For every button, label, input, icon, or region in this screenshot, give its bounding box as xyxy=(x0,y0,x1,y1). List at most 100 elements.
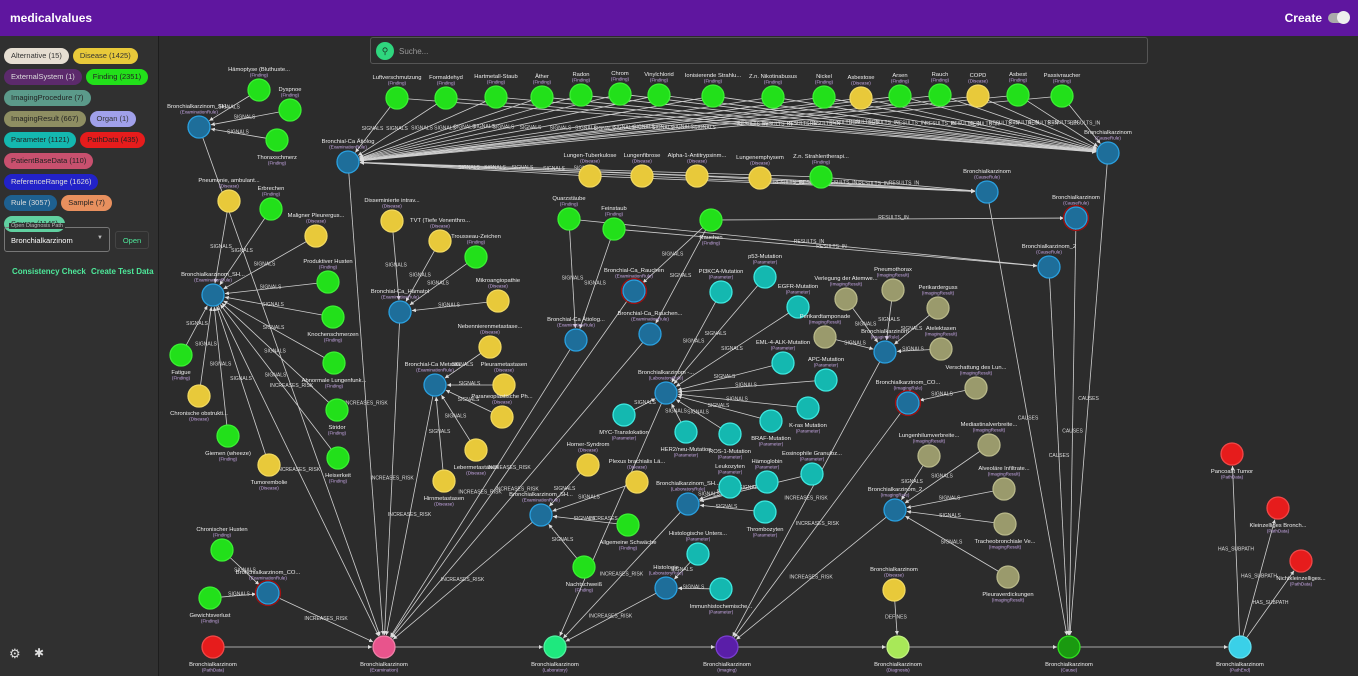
graph-node-braf[interactable]: BRAF-Mutation(Parameter) xyxy=(751,409,791,447)
node-circle[interactable] xyxy=(1266,496,1290,520)
node-circle[interactable] xyxy=(796,396,820,420)
graph-node-rauc[interactable]: Rauch(Finding) xyxy=(928,72,952,107)
node-circle[interactable] xyxy=(699,208,723,232)
node-circle[interactable] xyxy=(701,84,725,108)
node-type-chip[interactable]: ImagingResult (667) xyxy=(4,111,86,127)
graph-node-stri[interactable]: Stridor(Finding) xyxy=(325,398,349,436)
node-circle[interactable] xyxy=(572,555,596,579)
graph-node-schw[interactable]: Allgemeine Schwäche(Finding) xyxy=(599,513,657,551)
node-circle[interactable] xyxy=(423,373,447,397)
graph-node-kras[interactable]: K-ras Mutation(Parameter) xyxy=(789,396,827,434)
node-circle[interactable] xyxy=(198,586,222,610)
node-circle[interactable] xyxy=(638,322,662,346)
node-circle[interactable] xyxy=(928,83,952,107)
graph-node-heis[interactable]: Heiserkeit(Finding) xyxy=(325,446,351,484)
node-circle[interactable] xyxy=(388,300,412,324)
graph-node-leuk[interactable]: Leukozyten(Parameter) xyxy=(715,464,745,499)
graph-node-pend[interactable]: Bronchialkarzinom(PathEnd) xyxy=(1216,635,1264,673)
graph-node-lab[interactable]: Bronchialkarzinom(Laboratory) xyxy=(531,635,579,673)
graph-node-immu[interactable]: Immunhistochemische...(Parameter) xyxy=(690,577,753,615)
node-circle[interactable] xyxy=(187,384,211,408)
graph-node-quar[interactable]: Quarzstäube(Finding) xyxy=(552,196,586,231)
graph-node-hart[interactable]: Hartmetall-Staub(Finding) xyxy=(474,74,518,109)
node-circle[interactable] xyxy=(602,217,626,241)
node-circle[interactable] xyxy=(201,635,225,659)
graph-node-img2[interactable]: Bronchialkarzinom_2(ImagingRule) xyxy=(868,487,922,522)
node-type-chip[interactable]: ImagingProcedure (7) xyxy=(4,90,91,106)
node-circle[interactable] xyxy=(812,85,836,109)
graph-node-eml4[interactable]: EML-4-ALK-Mutation(Parameter) xyxy=(756,340,810,375)
node-circle[interactable] xyxy=(630,164,654,188)
node-circle[interactable] xyxy=(966,84,990,108)
graph-node-nich[interactable]: Nichtkleinzelliges...(PathData) xyxy=(1276,549,1326,587)
graph-node-tamp[interactable]: Perikardtamponade(ImagingResult) xyxy=(800,314,851,349)
node-circle[interactable] xyxy=(753,500,777,524)
node-circle[interactable] xyxy=(654,576,678,600)
graph-node-rr2[interactable]: Bronchial-Ca_Rauchen...(ExaminationRule) xyxy=(618,311,683,346)
node-circle[interactable] xyxy=(492,373,516,397)
node-circle[interactable] xyxy=(715,635,739,659)
node-circle[interactable] xyxy=(622,279,646,303)
graph-node-img1[interactable]: Bronchialkarzinom(ImagingRule) xyxy=(861,329,909,364)
graph-node-ioni[interactable]: Ionisierende Strahlu...(Finding) xyxy=(685,73,742,108)
graph-node-horn[interactable]: Horner-Syndrom(Disease) xyxy=(567,442,610,477)
graph-node-hisu[interactable]: Histologische Unters...(Parameter) xyxy=(669,531,727,566)
create-test-data-link[interactable]: Create Test Data xyxy=(91,267,154,276)
graph-node-diag[interactable]: Bronchialkarzinom(Diagnosis) xyxy=(874,635,922,673)
graph-node-knoc[interactable]: Knochenschmerzen(Finding) xyxy=(307,305,359,343)
node-circle[interactable] xyxy=(873,340,897,364)
graph-node-atel[interactable]: Atelektasen(ImagingResult) xyxy=(925,326,958,361)
node-circle[interactable] xyxy=(557,207,581,231)
node-circle[interactable] xyxy=(755,470,779,494)
node-type-chip[interactable]: Organ (1) xyxy=(89,111,136,127)
graph-node-rach[interactable]: Rauchen(Finding) xyxy=(699,208,723,246)
graph-node-thro[interactable]: Thrombozyten(Parameter) xyxy=(746,500,784,538)
node-circle[interactable] xyxy=(992,477,1016,501)
node-circle[interactable] xyxy=(578,164,602,188)
node-circle[interactable] xyxy=(1096,141,1120,165)
graph-node-exam[interactable]: Bronchialkarzinom(Examination) xyxy=(360,635,408,673)
node-circle[interactable] xyxy=(809,165,833,189)
graph-node-cr1[interactable]: Bronchialkarzinom(CauseRule) xyxy=(1084,130,1132,165)
node-circle[interactable] xyxy=(278,98,302,122)
node-circle[interactable] xyxy=(464,245,488,269)
graph-node-sh1[interactable]: Bronchialkarzinom_SH...(ExaminationRule) xyxy=(167,104,231,139)
node-type-chip[interactable]: Sample (7) xyxy=(61,195,112,211)
node-circle[interactable] xyxy=(759,409,783,433)
graph-node-dysp[interactable]: Dyspnoe(Finding) xyxy=(278,87,302,122)
graph-node-nach[interactable]: Nachtschweiß(Finding) xyxy=(566,555,603,593)
node-type-chip[interactable]: ExternalSystem (1) xyxy=(4,69,82,85)
node-circle[interactable] xyxy=(265,128,289,152)
graph-node-alph[interactable]: Alpha-1-Antitrypsinm...(Disease) xyxy=(668,153,727,188)
graph-node-form[interactable]: Formaldehyd(Finding) xyxy=(429,75,463,110)
graph-node-cr4[interactable]: Bronchialkarzinom_2(CauseRule) xyxy=(1022,244,1076,279)
node-circle[interactable] xyxy=(434,86,458,110)
graph-node-verl[interactable]: Verlegung der Atemwe...(ImagingResult) xyxy=(814,276,878,311)
graph-node-her2[interactable]: HER2/neu-Mutation(Parameter) xyxy=(661,420,712,458)
graph-node-pnth[interactable]: Pneumothorax(ImagingResult) xyxy=(874,267,912,302)
graph-node-viny[interactable]: Vinylchlorid(Finding) xyxy=(644,72,674,107)
node-circle[interactable] xyxy=(1057,635,1081,659)
node-circle[interactable] xyxy=(569,83,593,107)
graph-node-thor[interactable]: Thoraxschmerz(Finding) xyxy=(257,128,297,166)
node-circle[interactable] xyxy=(647,83,671,107)
graph-node-medi[interactable]: Mediastinalverbreite...(ImagingResult) xyxy=(961,422,1018,457)
node-type-chip[interactable]: Finding (2351) xyxy=(85,69,149,85)
node-type-chip[interactable]: PatientBaseData (110) xyxy=(4,153,94,169)
node-circle[interactable] xyxy=(247,78,271,102)
node-circle[interactable] xyxy=(187,115,211,139)
graph-node-pleu[interactable]: Pleurametastasen(Disease) xyxy=(481,362,528,397)
node-circle[interactable] xyxy=(881,278,905,302)
graph-node-erbr[interactable]: Erbrechen(Finding) xyxy=(258,186,285,221)
graph-node-apc[interactable]: APC-Mutation(Parameter) xyxy=(808,357,844,392)
node-circle[interactable] xyxy=(814,368,838,392)
node-circle[interactable] xyxy=(304,224,328,248)
node-circle[interactable] xyxy=(676,492,700,516)
graph-node-tvt[interactable]: TVT (Tiefe Venenthro...(Disease) xyxy=(410,218,470,253)
node-type-chip[interactable]: Disease (1425) xyxy=(72,48,138,64)
node-circle[interactable] xyxy=(882,578,906,602)
node-circle[interactable] xyxy=(771,351,795,375)
graph-node-asbe[interactable]: Asbest(Finding) xyxy=(1006,72,1030,107)
graph-node-pneu[interactable]: Pneumonie, ambulant...(Disease) xyxy=(198,178,260,213)
graph-node-para[interactable]: Paraneoplastische Ph...(Disease) xyxy=(471,394,533,429)
